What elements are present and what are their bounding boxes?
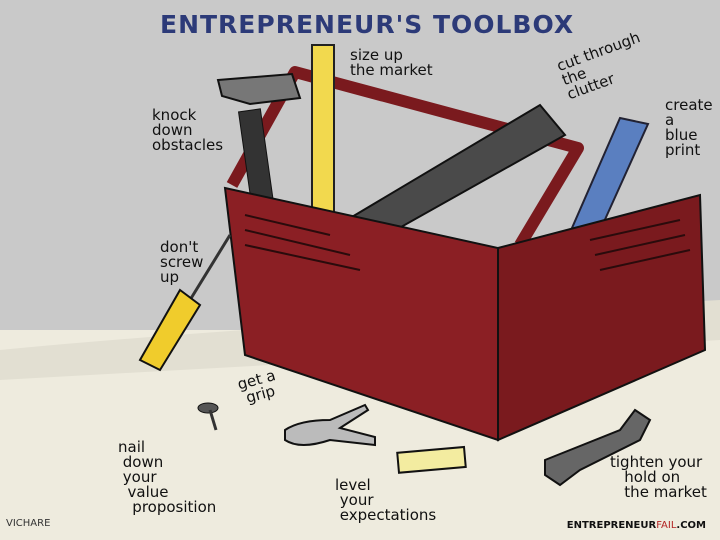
nail-icon [197,402,219,431]
label-nail: nail down your value proposition [118,438,217,516]
site-highlight: FAIL [656,520,677,531]
site-credit: ENTREPRENEURFAIL.COM [567,520,706,531]
label-wrench: tighten your hold on the market [610,453,707,501]
page-title: ENTREPRENEUR'S TOOLBOX [160,10,575,39]
hammer-icon [216,72,302,202]
label-screwdriver: don't screw up [160,238,204,286]
toolbox-vents [244,214,691,271]
level-icon [396,445,467,474]
pliers-icon [284,403,376,447]
screwdriver-icon [138,234,232,372]
toolbox-side [497,193,707,442]
site-suffix: .COM [676,520,706,531]
label-blueprint: create a blue print [665,96,713,159]
site-prefix: ENTREPRENEUR [566,520,657,531]
wrench-icon [544,408,652,487]
ruler-icon [311,44,335,216]
artist-signature: VICHARE [6,518,51,529]
label-ruler: size up the market [350,46,433,79]
label-level: level your expectations [335,476,437,524]
label-hammer: knock down obstacles [152,106,224,154]
